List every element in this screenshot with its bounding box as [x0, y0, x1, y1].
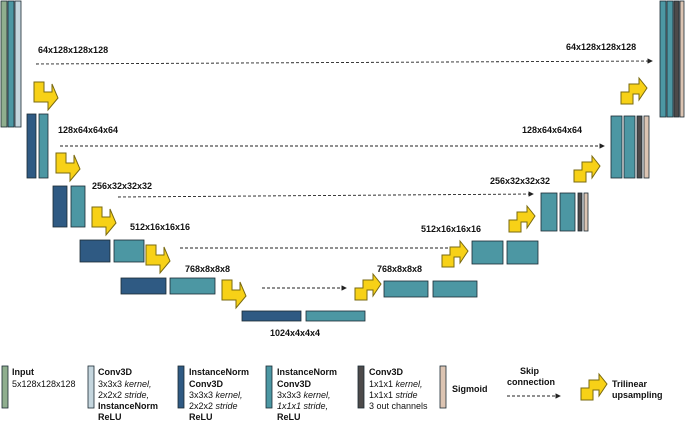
- downsample-arrow-icon: [33, 81, 59, 112]
- encoder-level5-blocks: [120, 277, 216, 295]
- out-conv-block: [636, 115, 643, 179]
- upsample-arrow-icon: [508, 204, 536, 233]
- legend-in-stride-title: InstanceNorm: [189, 367, 249, 377]
- in-conv-block: [540, 192, 558, 232]
- upsample-arrow-icon: [354, 272, 382, 301]
- legend-in-stride-line1: Conv3D: [189, 379, 224, 389]
- legend-out-conv-line1: 1x1x1 kernel,: [369, 379, 423, 389]
- legend-skip-line1: Skip: [520, 366, 540, 376]
- legend-conv-stride-line4: ReLU: [98, 412, 122, 421]
- upsample-arrow-icon: [620, 76, 648, 105]
- dim-label-level1-right: 64x128x128x128: [566, 42, 636, 52]
- dim-label-level5-left: 768x8x8x8: [185, 264, 230, 274]
- in-conv-block: [113, 239, 145, 263]
- legend-out-conv-line3: 3 out channels: [369, 401, 428, 411]
- sigmoid-block: [679, 0, 685, 118]
- conv-stride-block: [7, 0, 15, 128]
- legend-in-conv-line4: ReLU: [277, 412, 301, 421]
- in-stride-block: [26, 113, 37, 179]
- legend-swatch-input: [1, 365, 9, 409]
- sigmoid-block: [643, 115, 650, 179]
- decoder-level2-blocks: [610, 115, 650, 179]
- legend-conv-stride-title: Conv3D: [98, 367, 133, 377]
- out-conv-block: [673, 0, 680, 118]
- in-conv-block: [471, 240, 504, 265]
- legend-in-conv-title: InstanceNorm: [277, 367, 337, 377]
- in-conv-block: [610, 115, 623, 179]
- encoder-level4-blocks: [79, 239, 145, 263]
- encoder-level2-blocks: [26, 113, 49, 179]
- dim-label-level1-left: 64x128x128x128: [38, 45, 108, 55]
- in-conv-block: [70, 185, 86, 228]
- legend-skip-line2: connection: [507, 377, 555, 387]
- dim-label-level4-right: 512x16x16x16: [421, 224, 481, 234]
- legend-in-conv-line3: 1x1x1 stride,: [277, 401, 328, 411]
- dim-label-level5-right: 768x8x8x8: [377, 264, 422, 274]
- in-conv-block: [38, 113, 49, 179]
- in-conv-block: [305, 310, 366, 322]
- legend-conv-stride-line1: 3x3x3 kernel,: [98, 379, 152, 389]
- dim-label-level3-right: 256x32x32x32: [490, 176, 550, 186]
- downsample-arrow-icon: [91, 206, 117, 237]
- dim-label-bottleneck: 1024x4x4x4: [270, 328, 320, 338]
- in-conv-block: [383, 280, 429, 298]
- in-conv-block: [506, 240, 539, 265]
- sigmoid-block: [583, 192, 589, 232]
- output-blocks: [659, 0, 685, 118]
- in-stride-block: [79, 239, 111, 263]
- skip-connection-level1: [35, 58, 653, 65]
- in-stride-block: [241, 310, 302, 322]
- in-conv-block: [623, 115, 636, 179]
- legend-conv-stride-line3: InstanceNorm: [98, 401, 158, 411]
- legend-in-conv-line2: 3x3x3 kernel,: [277, 390, 331, 400]
- downsample-arrow-icon: [55, 152, 81, 183]
- legend-in-stride-line3: 2x2x2 stride: [189, 401, 238, 411]
- bottleneck-blocks: [241, 310, 366, 322]
- legend-swatch-in-conv: [265, 365, 273, 409]
- upsample-arrow-icon: [573, 154, 601, 183]
- input-block: [0, 0, 8, 128]
- dim-label-level4-left: 512x16x16x16: [130, 222, 190, 232]
- legend-upsample-line1: Trilinear: [612, 379, 648, 389]
- legend-out-conv-line2: 1x1x1 stride: [369, 390, 418, 400]
- downsample-arrow-icon: [221, 279, 247, 310]
- legend-input-line1: 5x128x128x128: [12, 379, 76, 389]
- legend: Input 5x128x128x128 Conv3D 3x3x3 kernel,…: [1, 365, 663, 421]
- decoder-level3-blocks: [540, 192, 589, 232]
- input-blocks: [0, 0, 22, 128]
- legend-upsample-line2: upsampling: [612, 390, 663, 400]
- in-stride-block: [52, 185, 68, 228]
- dim-label-level2-right: 128x64x64x64: [522, 125, 582, 135]
- in-conv-block: [169, 277, 216, 295]
- out-conv-block: [577, 192, 583, 232]
- legend-upsample-arrow-icon: [580, 372, 608, 401]
- in-conv-block: [432, 280, 478, 298]
- in-conv-block: [659, 0, 667, 118]
- conv-stride-block: [14, 0, 22, 128]
- legend-swatch-out-conv: [357, 365, 365, 409]
- legend-swatch-in-stride: [177, 365, 185, 409]
- legend-out-conv-title: Conv3D: [369, 367, 404, 377]
- in-conv-block: [559, 192, 576, 232]
- legend-sigmoid-title: Sigmoid: [452, 384, 488, 394]
- dim-label-level3-left: 256x32x32x32: [92, 181, 152, 191]
- legend-input-title: Input: [12, 367, 34, 377]
- decoder-level4-blocks: [471, 240, 539, 265]
- legend-conv-stride-line2: 2x2x2 stride,: [98, 390, 149, 400]
- decoder-level5-blocks: [383, 280, 478, 298]
- legend-in-stride-line4: ReLU: [189, 412, 213, 421]
- encoder-level3-blocks: [52, 185, 86, 228]
- legend-in-conv-line1: Conv3D: [277, 379, 312, 389]
- legend-swatch-conv-stride: [87, 365, 95, 409]
- legend-in-stride-line2: 3x3x3 kernel,: [189, 390, 243, 400]
- in-stride-block: [120, 277, 167, 295]
- downsample-arrow-icon: [145, 244, 171, 275]
- dim-label-level2-left: 128x64x64x64: [58, 125, 118, 135]
- legend-swatch-sigmoid: [439, 365, 447, 409]
- upsample-arrow-icon: [441, 239, 469, 268]
- in-conv-block: [666, 0, 674, 118]
- skip-connection-level3: [117, 191, 534, 198]
